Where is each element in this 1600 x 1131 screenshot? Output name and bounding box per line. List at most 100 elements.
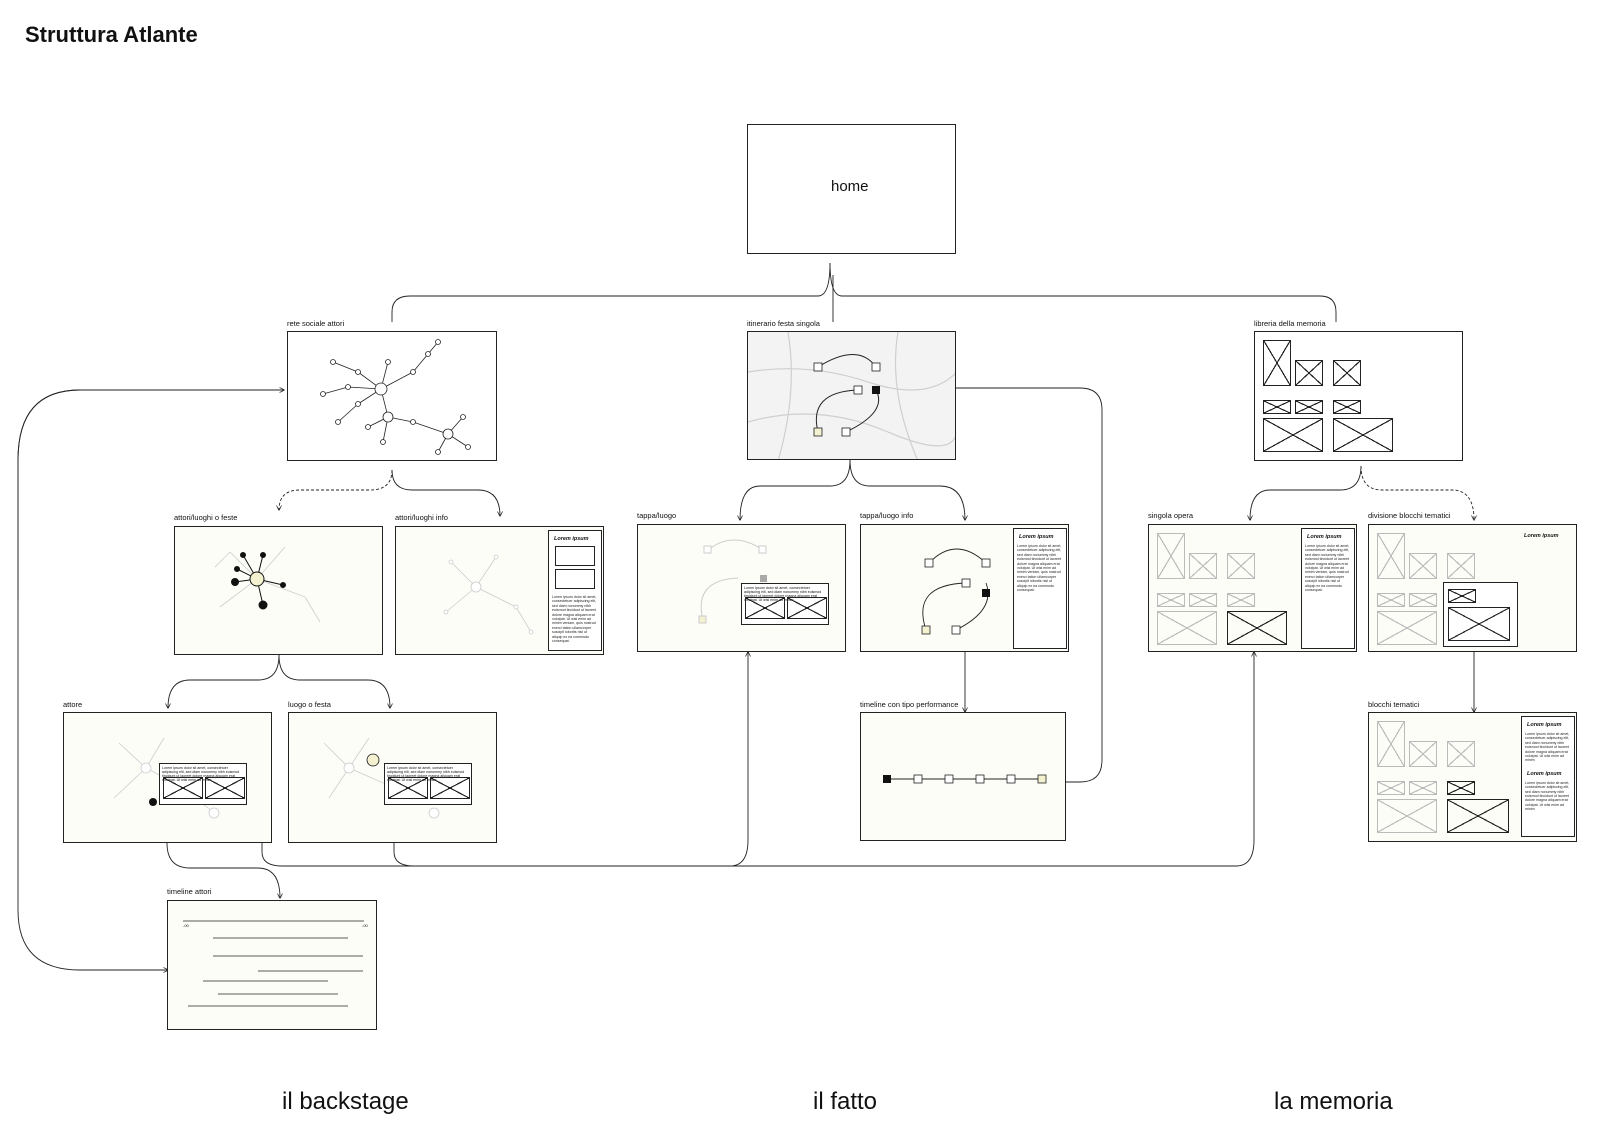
image-placeholder (1263, 418, 1323, 452)
image-placeholder (1377, 533, 1405, 579)
info-body: Lorem ipsum dolor sit amet, consectetuer… (1525, 732, 1570, 763)
image-placeholder (1377, 593, 1405, 607)
image-placeholder (1295, 400, 1323, 414)
info-panel: Lorem ipsum Lorem ipsum dolor sit amet, … (1301, 528, 1355, 649)
connector-rete-feste (279, 469, 393, 510)
info-panel: Lorem ipsum Lorem ipsum dolor sit amet, … (1521, 716, 1575, 837)
attore-graph (113, 737, 220, 819)
performance-timeline (883, 774, 1047, 784)
image-placeholder (1447, 553, 1475, 579)
section-memoria: la memoria (1274, 1088, 1393, 1115)
rete-sociale-box[interactable] (287, 331, 497, 461)
itinerario-box[interactable] (747, 331, 956, 460)
label-attori-info: attori/luoghi info (395, 513, 448, 522)
singola-opera-box[interactable]: Lorem ipsum Lorem ipsum dolor sit amet, … (1148, 524, 1357, 652)
image-placeholder (1447, 781, 1475, 795)
tappa-info-route (921, 548, 991, 635)
connector-attore-timeline (166, 842, 280, 898)
connector-feste-luogo (278, 654, 390, 708)
image-placeholder (163, 777, 203, 799)
image-placeholder (1409, 553, 1437, 579)
image-placeholder (1189, 553, 1217, 579)
info-panel: Lorem ipsum Lorem ipsum dolor sit amet, … (548, 530, 602, 651)
connector-home-right (829, 262, 1337, 322)
tappa-info-box[interactable]: Lorem ipsum Lorem ipsum dolor sit amet, … (860, 524, 1069, 652)
connector-loop-top (17, 390, 284, 600)
image-placeholder (1227, 611, 1287, 645)
connector-home-bracket (391, 262, 831, 322)
image-placeholder (1157, 533, 1185, 579)
label-blocchi: blocchi tematici (1368, 700, 1420, 709)
connector-lib-blocchi (1360, 465, 1474, 520)
image-placeholder (1409, 593, 1437, 607)
label-luogo-festa: luogo o festa (288, 700, 331, 709)
attori-info-box[interactable]: Lorem ipsum Lorem ipsum dolor sit amet, … (395, 526, 604, 655)
label-libreria: libreria della memoria (1254, 319, 1326, 328)
page-title: Struttura Atlante (25, 22, 198, 47)
image-placeholder (555, 569, 595, 589)
image-placeholder (1448, 589, 1476, 603)
block-frame (1443, 582, 1518, 647)
image-placeholder (1447, 741, 1475, 767)
connector-lib-opera (1250, 465, 1362, 520)
label-tappa-luogo: tappa/luogo (637, 511, 677, 520)
image-placeholder (1377, 799, 1437, 833)
home-label: home (831, 178, 869, 195)
image-placeholder (1409, 741, 1437, 767)
image-placeholder (787, 597, 827, 619)
section-backstage: il backstage (282, 1088, 409, 1115)
image-placeholder (1409, 781, 1437, 795)
label-tappa-info: tappa/luogo info (860, 511, 914, 520)
image-placeholder (1333, 400, 1361, 414)
image-placeholder (1263, 340, 1291, 386)
connector-itin-loop (956, 387, 1103, 783)
info-panel: Lorem ipsum Lorem ipsum dolor sit amet, … (1013, 528, 1067, 649)
label-singola-opera: singola opera (1148, 511, 1194, 520)
info-heading: Lorem ipsum (1524, 533, 1559, 539)
libreria-box[interactable] (1254, 331, 1463, 461)
blocchi-box[interactable]: Lorem ipsum Lorem ipsum dolor sit amet, … (1368, 712, 1577, 842)
divisione-box[interactable]: Lorem ipsum (1368, 524, 1577, 652)
image-placeholder (1227, 553, 1255, 579)
image-placeholder (1377, 721, 1405, 767)
info-body: Lorem ipsum dolor sit amet, consectetuer… (1017, 544, 1062, 593)
image-placeholder (1295, 360, 1323, 386)
focus-graph (214, 546, 321, 623)
image-placeholder (430, 777, 470, 799)
image-placeholder (555, 546, 595, 566)
label-attore: attore (63, 700, 83, 709)
label-timeline-attori: timeline attori (167, 887, 212, 896)
attore-box[interactable]: Lorem ipsum dolor sit amet, consectetuer… (63, 712, 272, 843)
label-attori-feste: attori/luoghi o feste (174, 513, 238, 522)
label-itinerario: itinerario festa singola (747, 319, 820, 328)
image-placeholder (1448, 607, 1510, 641)
info-body: Lorem ipsum dolor sit amet, consectetuer… (1305, 544, 1350, 593)
connector-itin-tappa (740, 459, 851, 520)
image-placeholder (1157, 611, 1217, 645)
image-placeholder (388, 777, 428, 799)
image-placeholder (745, 597, 785, 619)
timeline-tick-end: -00 (362, 923, 368, 928)
info-body: Lorem ipsum dolor sit amet, consectetuer… (552, 595, 597, 644)
attori-feste-box[interactable] (174, 526, 383, 655)
tappa-route (698, 539, 767, 624)
label-rete-sociale: rete sociale attori (287, 319, 345, 328)
image-placeholder (1447, 799, 1509, 833)
luogo-festa-box[interactable]: Lorem ipsum dolor sit amet, consectetuer… (288, 712, 497, 843)
tappa-luogo-box[interactable]: Lorem ipsum dolor sit amet, consectetuer… (637, 524, 846, 652)
network-graph (320, 339, 471, 455)
route-map (748, 332, 955, 459)
faded-graph (443, 554, 534, 635)
timeline-attori-box[interactable]: -00 -00 (167, 900, 377, 1030)
timeline-perf-box[interactable] (860, 712, 1066, 841)
info-body: Lorem ipsum dolor sit amet, consectetuer… (1525, 780, 1570, 812)
home-box[interactable] (747, 124, 956, 254)
connectors (17, 262, 1474, 970)
image-placeholder (1263, 400, 1291, 414)
label-divisione: divisione blocchi tematici (1368, 511, 1451, 520)
info-heading: Lorem ipsum (554, 536, 589, 542)
section-fatto: il fatto (813, 1088, 878, 1115)
image-placeholder (1377, 781, 1405, 795)
info-heading: Lorem ipsum (1019, 534, 1054, 540)
